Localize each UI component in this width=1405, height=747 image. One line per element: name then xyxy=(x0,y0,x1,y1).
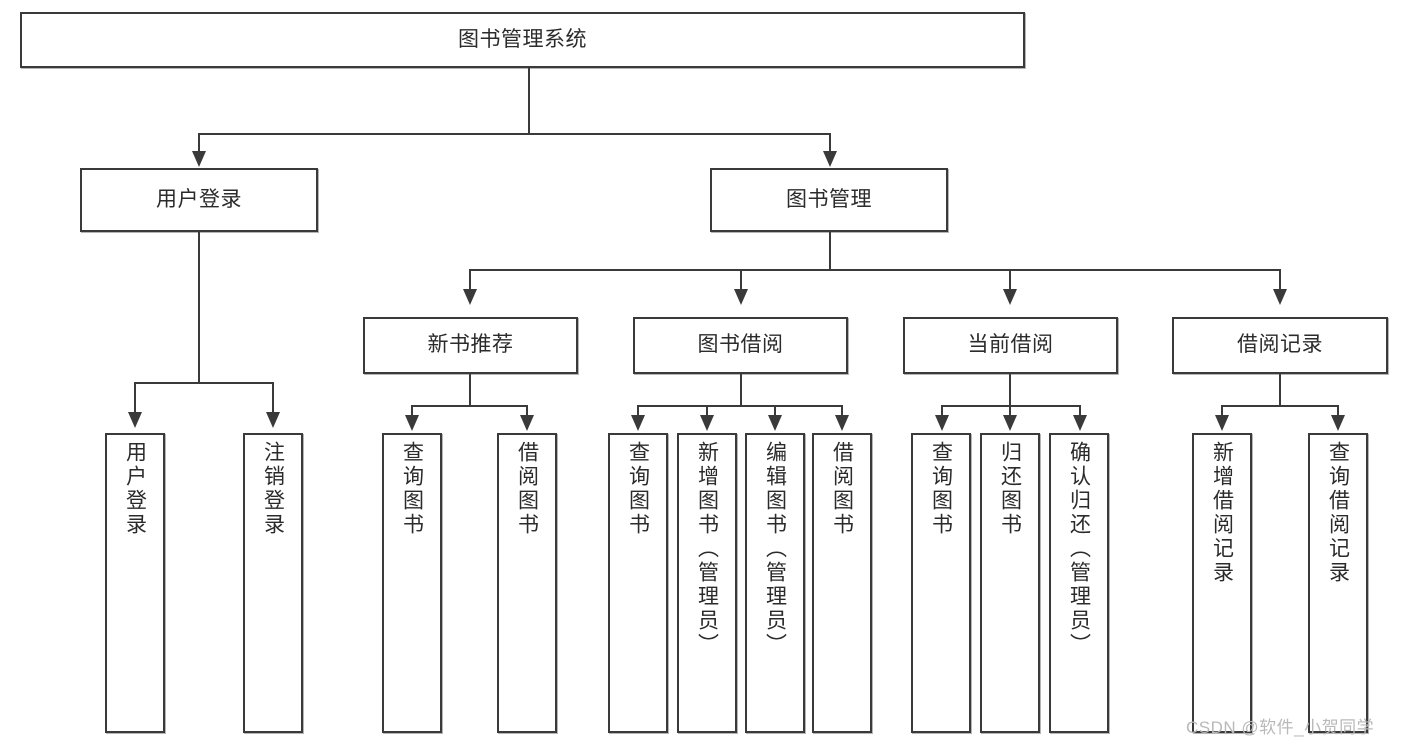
connector-bb-leaf1 xyxy=(637,405,639,417)
connector-new-book-stem xyxy=(469,374,471,406)
connector-br-leaf2 xyxy=(1337,405,1339,417)
leaf-book-borrow-borrow-book[interactable]: 借阅图书 xyxy=(812,433,872,733)
connector-borrow-record-stem xyxy=(1279,374,1281,406)
connector-bb-leaf4 xyxy=(841,405,843,417)
arrow-root-to-user-login xyxy=(192,151,206,167)
arrow-cb-leaf3 xyxy=(1073,415,1087,431)
node-label: 用户登录 xyxy=(156,187,242,211)
node-label: 新书推荐 xyxy=(427,333,514,357)
node-label: 借阅记录 xyxy=(1237,333,1323,357)
node-label: 确认归还（管理员） xyxy=(1067,441,1091,657)
leaf-current-borrow-confirm-return-admin[interactable]: 确认归还（管理员） xyxy=(1049,433,1109,733)
node-label: 新增借阅记录 xyxy=(1210,441,1234,585)
arrow-bm-to-new-book xyxy=(463,289,477,305)
leaf-borrow-record-add-record[interactable]: 新增借阅记录 xyxy=(1192,433,1252,733)
connector-bb-leaf3 xyxy=(774,405,776,417)
arrow-bm-to-current-borrow xyxy=(1003,289,1017,305)
connector-bb-leaf2 xyxy=(706,405,708,417)
node-current-borrow[interactable]: 当前借阅 xyxy=(903,317,1118,374)
connector-book-management-stem xyxy=(829,232,831,270)
connector-cb-leaf1 xyxy=(941,405,943,417)
leaf-current-borrow-query-book[interactable]: 查询图书 xyxy=(911,433,971,733)
connector-user-login-leaf2 xyxy=(272,382,274,414)
node-label: 归还图书 xyxy=(998,441,1022,537)
connector-user-login-stem xyxy=(198,232,200,383)
arrow-bm-to-book-borrow xyxy=(734,289,748,305)
arrow-user-login-leaf1 xyxy=(128,412,142,428)
arrow-new-book-leaf1 xyxy=(405,415,419,431)
arrow-user-login-leaf2 xyxy=(266,412,280,428)
connector-root-stem xyxy=(528,68,530,134)
node-label: 借阅图书 xyxy=(515,441,539,537)
connector-book-borrow-bus xyxy=(637,405,843,407)
connector-root-bus xyxy=(198,133,830,135)
connector-new-book-leaf1 xyxy=(411,405,413,417)
leaf-book-borrow-edit-book-admin[interactable]: 编辑图书（管理员） xyxy=(745,433,805,733)
connector-root-to-user-login xyxy=(198,133,200,153)
connector-new-book-bus xyxy=(411,405,528,407)
leaf-new-book-query-book[interactable]: 查询图书 xyxy=(382,433,442,733)
connector-user-login-bus xyxy=(134,382,274,384)
node-label: 注销登录 xyxy=(261,441,285,537)
arrow-bb-leaf2 xyxy=(700,415,714,431)
connector-root-to-book-management xyxy=(829,133,831,153)
node-book-management[interactable]: 图书管理 xyxy=(710,168,948,232)
node-label: 当前借阅 xyxy=(967,333,1054,357)
node-label: 新增图书（管理员） xyxy=(695,441,719,657)
node-label: 编辑图书（管理员） xyxy=(763,441,787,657)
node-label: 用户登录 xyxy=(123,441,147,537)
connector-bm-to-book-borrow xyxy=(740,269,742,291)
arrow-root-to-book-management xyxy=(823,151,837,167)
connector-current-borrow-stem xyxy=(1009,374,1011,406)
node-borrow-record[interactable]: 借阅记录 xyxy=(1172,317,1388,374)
leaf-book-borrow-query-book[interactable]: 查询图书 xyxy=(608,433,668,733)
node-label: 查询借阅记录 xyxy=(1326,441,1350,585)
connector-bm-to-new-book xyxy=(469,269,471,291)
node-label: 图书管理 xyxy=(786,187,872,211)
watermark-csdn: CSDN @软件_小贺同学 xyxy=(1186,718,1375,737)
connector-current-borrow-bus xyxy=(941,405,1081,407)
leaf-user-login-logout[interactable]: 注销登录 xyxy=(243,433,303,733)
arrow-cb-leaf1 xyxy=(935,415,949,431)
connector-cb-leaf3 xyxy=(1079,405,1081,417)
connector-br-leaf1 xyxy=(1221,405,1223,417)
leaf-book-borrow-add-book-admin[interactable]: 新增图书（管理员） xyxy=(677,433,737,733)
arrow-new-book-leaf2 xyxy=(520,415,534,431)
arrow-br-leaf1 xyxy=(1215,415,1229,431)
node-label: 查询图书 xyxy=(626,441,650,537)
connector-new-book-leaf2 xyxy=(526,405,528,417)
arrow-br-leaf2 xyxy=(1331,415,1345,431)
node-label: 图书借阅 xyxy=(697,333,784,357)
node-root-book-management-system[interactable]: 图书管理系统 xyxy=(20,12,1025,68)
leaf-borrow-record-query-record[interactable]: 查询借阅记录 xyxy=(1308,433,1368,733)
connector-bm-to-current-borrow xyxy=(1009,269,1011,291)
node-label: 图书管理系统 xyxy=(458,27,587,51)
connector-user-login-leaf1 xyxy=(134,382,136,414)
connector-book-management-bus xyxy=(469,269,1281,271)
arrow-bb-leaf1 xyxy=(631,415,645,431)
node-user-login[interactable]: 用户登录 xyxy=(80,168,318,232)
arrow-cb-leaf2 xyxy=(1003,415,1017,431)
leaf-new-book-borrow-book[interactable]: 借阅图书 xyxy=(497,433,557,733)
arrow-bb-leaf4 xyxy=(835,415,849,431)
connector-cb-leaf2 xyxy=(1009,405,1011,417)
node-book-borrow[interactable]: 图书借阅 xyxy=(633,317,848,374)
connector-bm-to-borrow-record xyxy=(1279,269,1281,291)
node-label: 借阅图书 xyxy=(830,441,854,537)
connector-book-borrow-stem xyxy=(740,374,742,406)
node-new-book-recommend[interactable]: 新书推荐 xyxy=(363,317,578,374)
connector-borrow-record-bus xyxy=(1221,405,1338,407)
arrow-bm-to-borrow-record xyxy=(1273,289,1287,305)
leaf-user-login-login[interactable]: 用户登录 xyxy=(105,433,165,733)
node-label: 查询图书 xyxy=(400,441,424,537)
node-label: 查询图书 xyxy=(929,441,953,537)
arrow-bb-leaf3 xyxy=(768,415,782,431)
leaf-current-borrow-return-book[interactable]: 归还图书 xyxy=(980,433,1040,733)
